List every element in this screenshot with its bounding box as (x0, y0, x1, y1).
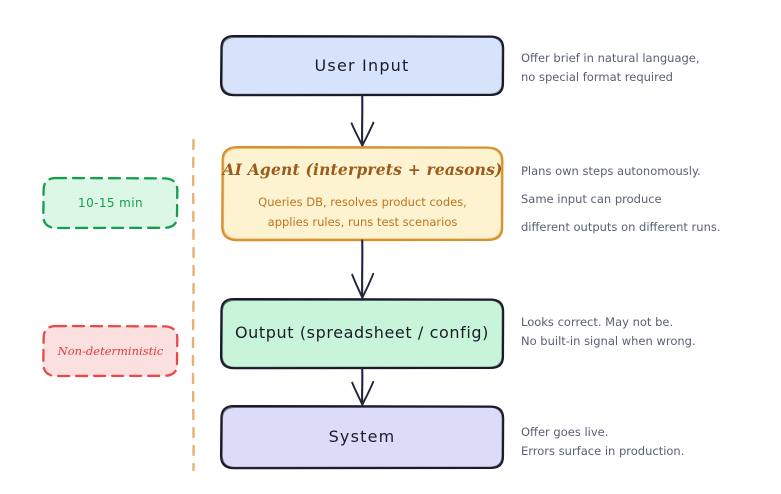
tag-duration[interactable] (42, 176, 179, 230)
node-ai-agent-subtitle-line-2: applies rules, runs test scenarios (267, 215, 458, 229)
arrow-output-to-system (351, 367, 375, 406)
annotation-line: Offer brief in natural language, (521, 51, 700, 65)
annotation-user-input: Offer brief in natural language, no spec… (521, 49, 700, 87)
annotation-line: no special format required (521, 70, 673, 84)
annotation-line: Errors surface in production. (521, 444, 685, 458)
node-ai-agent-subtitle-line-1: Queries DB, resolves product codes, (258, 195, 467, 209)
annotation-ai-agent: Plans own steps autonomously. Same input… (521, 157, 721, 241)
arrow-user-input-to-ai-agent (350, 94, 375, 147)
annotation-output: Looks correct. May not be. No built-in s… (521, 313, 696, 351)
node-ai-agent-title: AI Agent (interprets + reasons) (222, 160, 503, 179)
node-output[interactable] (219, 297, 505, 370)
node-user-input-title: User Input (314, 56, 410, 75)
annotation-line: Plans own steps autonomously. (521, 164, 701, 178)
annotation-line: No built-in signal when wrong. (521, 334, 696, 348)
tag-duration-label: 10-15 min (78, 196, 143, 210)
annotation-line: Same input can produce (521, 192, 662, 206)
node-output-title: Output (spreadsheet / config) (234, 323, 490, 342)
tag-nondeterministic-label: Non-deterministic (57, 344, 164, 358)
node-user-input[interactable] (219, 34, 505, 97)
annotation-line: Looks correct. May not be. (521, 315, 674, 329)
annotation-system: Offer goes live. Errors surface in produ… (521, 423, 684, 461)
node-ai-agent[interactable] (221, 145, 504, 242)
annotation-line: different outputs on different runs. (521, 220, 721, 234)
tag-nondeterministic[interactable] (42, 324, 179, 378)
node-system[interactable] (219, 404, 505, 470)
node-system-title: System (328, 427, 396, 446)
vertical-dashed-divider (191, 138, 195, 472)
annotation-line: Offer goes live. (521, 425, 609, 439)
arrow-ai-agent-to-output (351, 239, 375, 299)
